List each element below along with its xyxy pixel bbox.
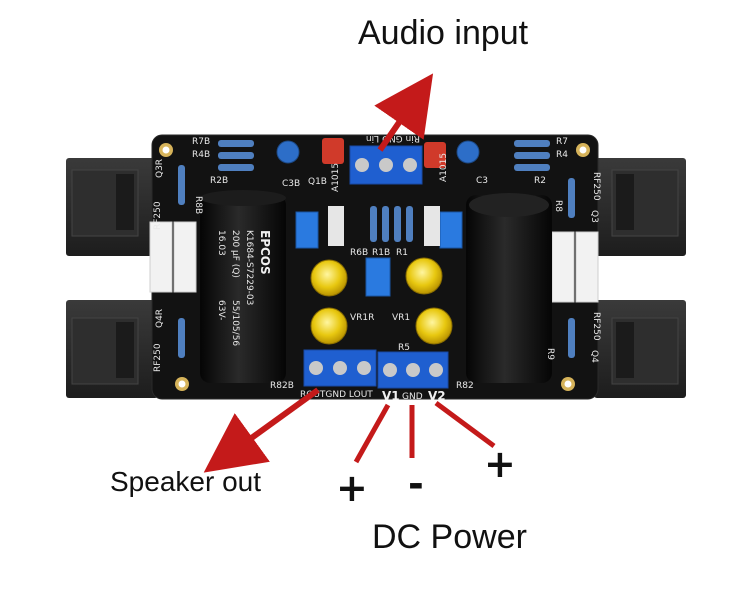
silk-r2: R2 [534, 176, 546, 186]
silk-r1b: R1B [372, 248, 390, 258]
silkscreen-labels: R7B R4B R2B R7 R4 R2 C3B C3 Q1B R8B R8 A… [153, 137, 601, 391]
power-v1-label: V1 [382, 389, 400, 403]
silk-q-left-top: Q3R [155, 159, 165, 178]
cap-voltage: 63V- [216, 300, 226, 320]
left-input-capacitor [322, 138, 344, 164]
silk-q-right-top: Q3 [589, 210, 599, 223]
left-bottom-power-transistor [66, 300, 158, 398]
cap-code: 16.03 [216, 230, 226, 256]
silk-vr1r: VR1R [350, 313, 374, 323]
silk-q1b: Q1B [308, 177, 327, 187]
dc-power-label: DC Power [372, 518, 527, 556]
silk-c3: C3 [476, 176, 488, 186]
silk-r8: R8 [553, 200, 563, 212]
right-input-capacitor [424, 142, 446, 168]
mounting-holes [159, 143, 590, 391]
silk-r8b: R8B [193, 196, 203, 214]
silk-r6b: R6B [350, 248, 368, 258]
speaker-out-arrow-icon [203, 387, 320, 473]
silk-r7: R7 [556, 137, 568, 147]
silk-r1: R1 [396, 248, 408, 258]
audio-input-arrow-icon [374, 73, 434, 152]
speaker-out-label: Speaker out [110, 466, 261, 497]
cap-brand: EPCOS [258, 230, 272, 275]
silk-r4: R4 [556, 150, 568, 160]
silk-r82: R82 [456, 381, 474, 391]
right-bottom-power-transistor [594, 300, 686, 398]
right-top-power-transistor [594, 158, 686, 256]
left-filter-capacitor: EPCOS K1684-S7229-03 200 μF (Q) 55/105/5… [200, 190, 286, 383]
cap-part: K1684-S7229-03 [244, 230, 254, 305]
v1-polarity-plus: + [336, 466, 368, 510]
output-terminal-label: ROUTGND LOUT [300, 390, 373, 400]
power-gnd-label: GND [402, 392, 423, 402]
left-top-power-transistor [66, 158, 158, 256]
silk-transistor-right: A1015 [439, 153, 449, 182]
trimmer-potentiometers [295, 211, 463, 297]
silk-rf-right-bottom: RF250 [591, 312, 601, 341]
v1-lead-line [353, 403, 391, 464]
v2-lead-line [434, 400, 496, 449]
yellow-capacitors [310, 257, 453, 345]
silk-q-left-bottom: Q4R [155, 309, 165, 328]
silk-rf-right-top: RF250 [591, 172, 601, 201]
silk-r82b: R82B [270, 381, 294, 391]
small-caps [276, 140, 480, 164]
v2-polarity-plus: + [484, 442, 516, 486]
small-transistors [328, 206, 440, 246]
silk-r5: R5 [398, 343, 410, 353]
silk-r9: R9 [545, 348, 555, 360]
audio-input-label: Audio input [358, 14, 529, 52]
silk-rf-left-top: RF250 [153, 201, 163, 230]
annotation-arrows [203, 73, 496, 473]
silk-rf-left-bottom: RF250 [153, 343, 163, 372]
silk-c3b: C3B [282, 179, 300, 189]
silk-r7b: R7B [192, 137, 210, 147]
silk-r4b: R4B [192, 150, 210, 160]
sand-resistors [149, 221, 599, 303]
silk-r2b: R2B [210, 176, 228, 186]
cap-rating: 55/105/56 [230, 300, 240, 346]
gnd-polarity-minus: - [408, 462, 424, 506]
cap-value: 200 μF (Q) [230, 230, 240, 278]
silk-transistor-left: A1015 [331, 163, 341, 192]
silk-q-right-bottom: Q4 [589, 350, 599, 363]
power-terminal-block: V1 GND V2 [377, 351, 449, 403]
output-terminal-block: ROUTGND LOUT [300, 349, 377, 400]
resistor-array [178, 140, 575, 358]
right-filter-capacitor [466, 193, 552, 383]
silk-vr1: VR1 [392, 313, 410, 323]
power-v2-label: V2 [428, 389, 446, 403]
